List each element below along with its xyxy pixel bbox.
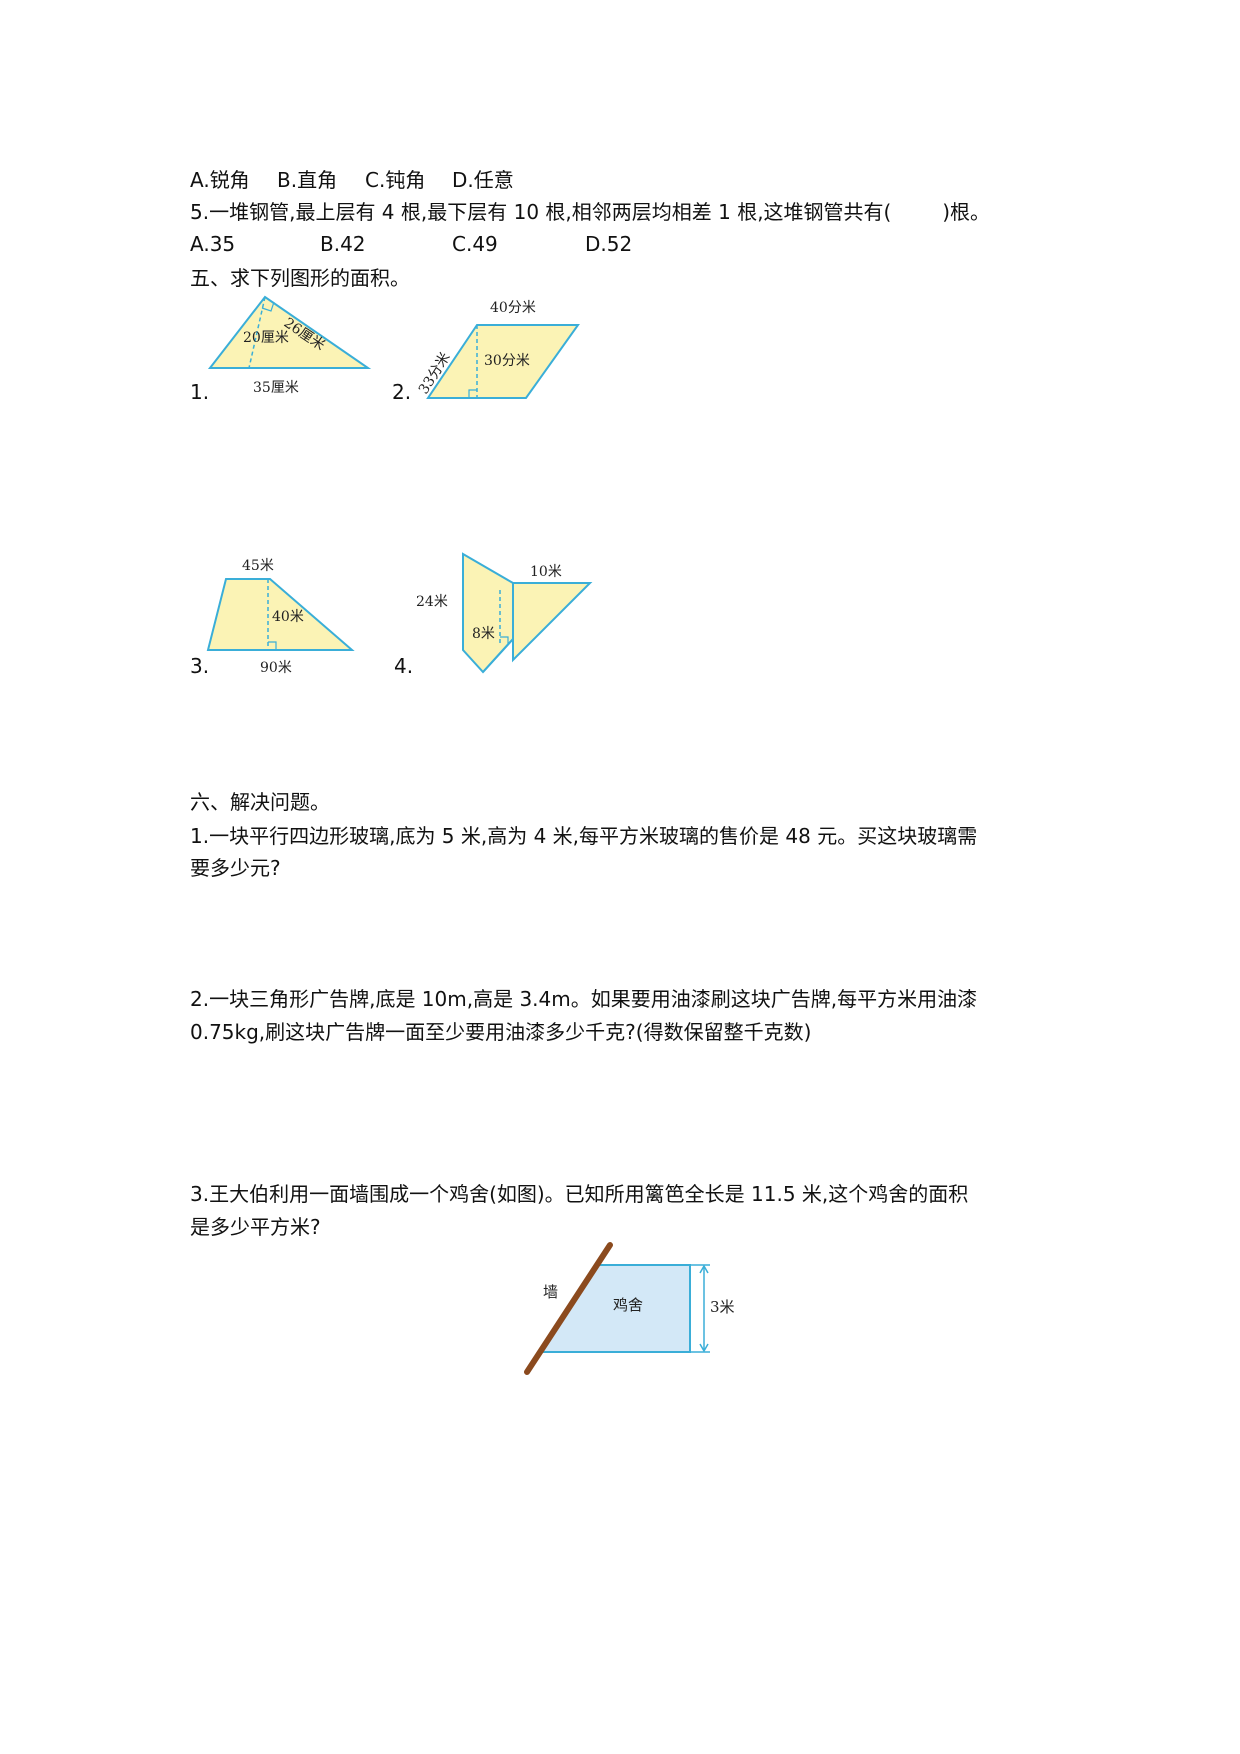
figure-2-number: 2. — [392, 380, 412, 404]
question-5: 5.一堆钢管,最上层有 4 根,最下层有 10 根,相邻两层均相差 1 根,这堆… — [190, 200, 991, 224]
problem-3-line-2: 是多少平方米? — [190, 1215, 321, 1239]
option-b: B.直角 — [277, 168, 338, 192]
problem-3-line-1: 3.王大伯利用一面墙围成一个鸡舍(如图)。已知所用篱笆全长是 11.5 米,这个… — [190, 1182, 969, 1206]
q5-option-d: D.52 — [585, 232, 633, 256]
wall-line — [524, 1242, 613, 1375]
chicken-coop-figure: 墙 鸡舍 3米 — [524, 1242, 735, 1375]
problem-2-line-2: 0.75kg,刷这块广告牌一面至少要用油漆多少千克?(得数保留整千克数) — [190, 1020, 812, 1044]
figure-4-composite: 24米 10米 8米 — [416, 552, 593, 674]
figure-3-top-label: 45米 — [242, 558, 274, 574]
problem-1-line-2: 要多少元? — [190, 856, 281, 880]
figure-2-height-label: 30分米 — [484, 353, 530, 369]
figure-3-height-label: 40米 — [272, 609, 304, 625]
option-c: C.钝角 — [365, 168, 426, 192]
figure-4-top-label: 10米 — [530, 564, 562, 580]
section-6-title: 六、解决问题。 — [190, 790, 330, 814]
wall-label: 墙 — [543, 1283, 558, 1301]
q5-option-c: C.49 — [452, 232, 498, 256]
option-d: D.任意 — [452, 168, 514, 192]
figure-4-left-label: 24米 — [416, 594, 448, 610]
figure-1-number: 1. — [190, 380, 210, 404]
option-a: A.锐角 — [190, 168, 250, 192]
figure-2-top-label: 40分米 — [490, 300, 536, 316]
figure-4-number: 4. — [394, 654, 414, 678]
q5-option-a: A.35 — [190, 232, 236, 256]
figure-1-base-label: 35厘米 — [253, 380, 299, 396]
coop-height-label: 3米 — [710, 1298, 735, 1316]
figure-3-bottom-label: 90米 — [260, 660, 292, 676]
q5-option-b: B.42 — [320, 232, 366, 256]
figure-3-number: 3. — [190, 654, 210, 678]
problem-1-line-1: 1.一块平行四边形玻璃,底为 5 米,高为 4 米,每平方米玻璃的售价是 48 … — [190, 824, 978, 848]
section-5-title: 五、求下列图形的面积。 — [190, 266, 410, 290]
figure-1-triangle: 26厘米 20厘米 35厘米 — [207, 295, 372, 396]
problem-2-line-1: 2.一块三角形广告牌,底是 10m,高是 3.4m。如果要用油漆刷这块广告牌,每… — [190, 987, 978, 1011]
figure-2-parallelogram: 40分米 33分米 30分米 — [416, 300, 580, 399]
figure-1-height-label: 20厘米 — [243, 330, 289, 346]
figure-4-inner-label: 8米 — [472, 626, 495, 642]
figure-3-trapezoid: 45米 40米 90米 — [206, 558, 355, 676]
coop-label: 鸡舍 — [613, 1296, 643, 1314]
